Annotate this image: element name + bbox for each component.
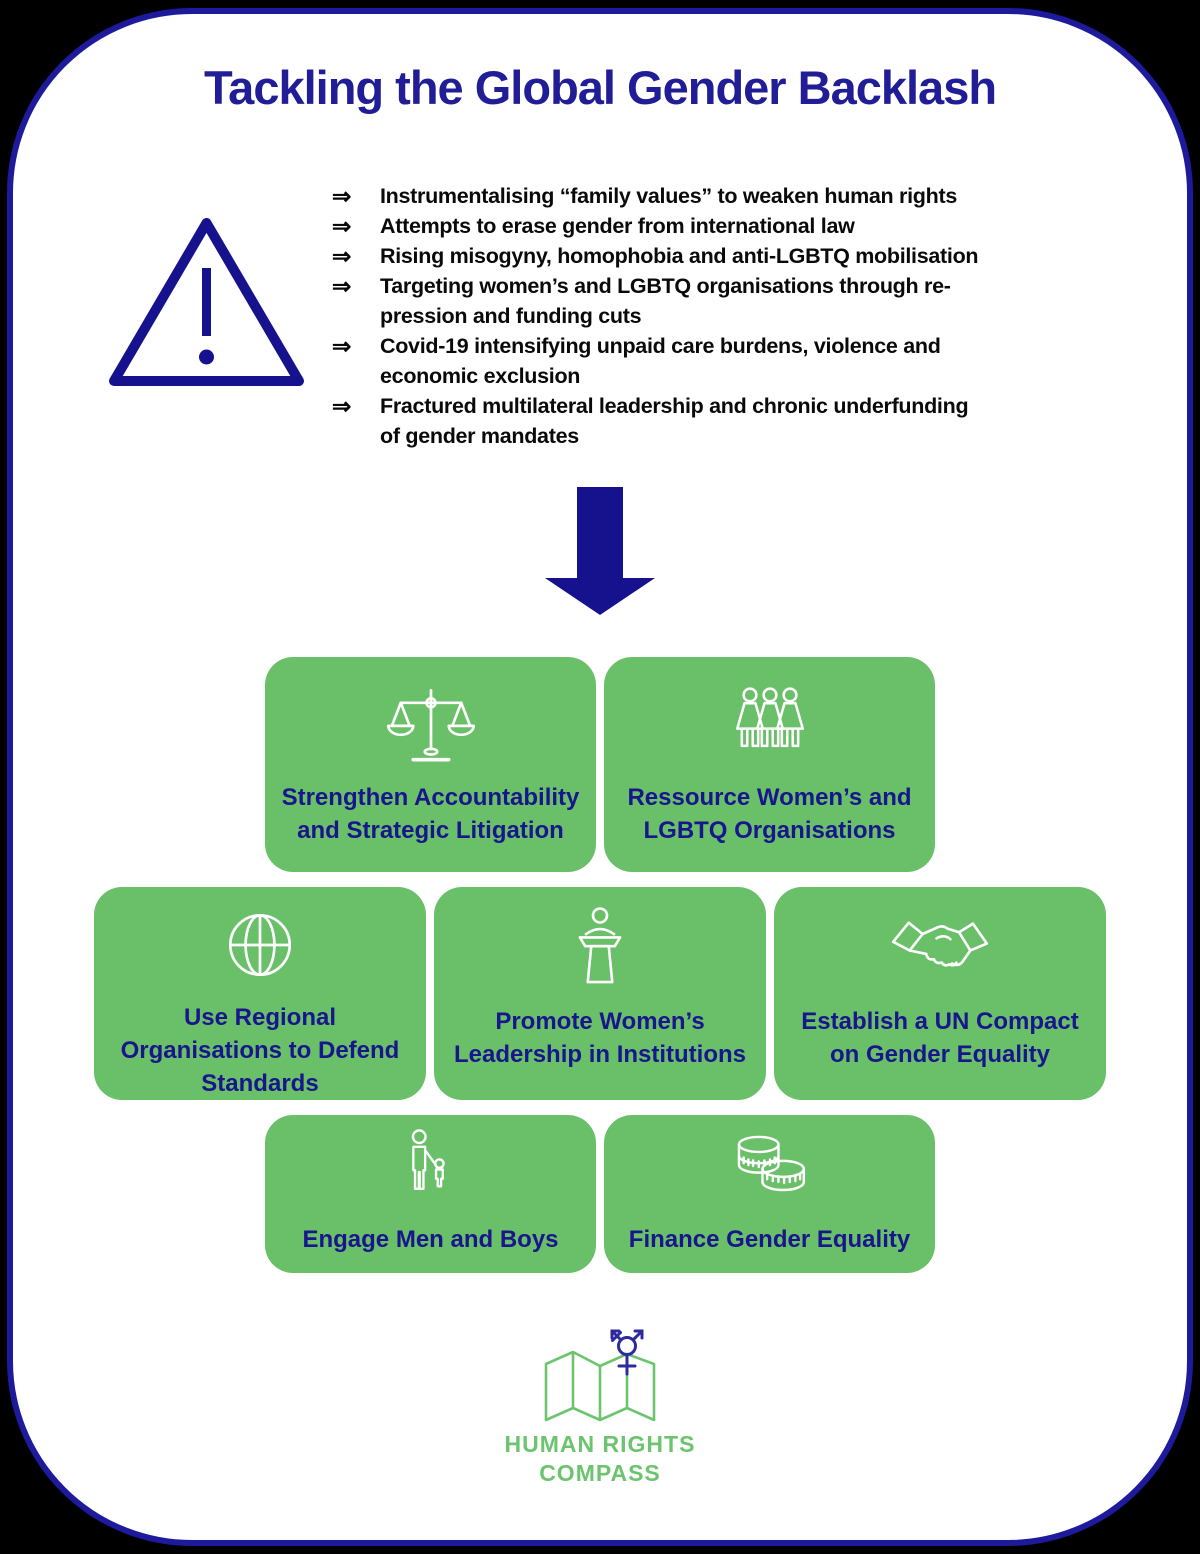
solution-card-label-line: Finance Gender Equality: [628, 1226, 911, 1253]
solution-card-label-line: Standards: [201, 1070, 319, 1097]
solution-card: Establish a UN Compact on Gender Equality: [774, 887, 1106, 1100]
double-arrow-icon: ⇒: [332, 273, 352, 299]
solution-card-label-line: Engage Men and Boys: [302, 1226, 559, 1253]
logo-line-1: HUMAN RIGHTS: [504, 1431, 696, 1457]
bullet-line: pression and funding cuts: [380, 304, 642, 328]
solutions-grid: Strengthen Accountability and Strategic L…: [0, 657, 1200, 1288]
women-group-icon: [722, 683, 818, 767]
bullet-text: Instrumentalising “family values” to wea…: [380, 181, 1032, 211]
logo: HUMAN RIGHTS COMPASS: [0, 1322, 1200, 1488]
double-arrow-icon: ⇒: [332, 243, 352, 269]
solution-card-label-line: Promote Women’s: [495, 1008, 705, 1035]
transgender-symbol-icon: [610, 1329, 644, 1376]
bullet-item: ⇒ Attempts to erase gender from internati…: [332, 211, 1032, 241]
solution-card-label-line: Ressource Women’s and: [627, 784, 912, 811]
coins-icon: [723, 1127, 817, 1207]
double-arrow-icon: ⇒: [332, 333, 352, 359]
solution-card-label-line: Organisations to Defend: [120, 1037, 400, 1064]
solution-card: Strengthen Accountability and Strategic L…: [265, 657, 596, 872]
solution-card-label-line: Establish a UN Compact: [801, 1008, 1079, 1035]
bullet-line: Rising misogyny, homophobia and anti-LGB…: [380, 244, 979, 268]
bullet-text: Covid-19 intensifying unpaid care burden…: [380, 331, 1032, 391]
down-arrow-icon: [545, 487, 655, 615]
solution-card: Engage Men and Boys: [265, 1115, 596, 1273]
globe-icon: [215, 905, 305, 985]
bullet-text: Targeting women’s and LGBTQ organisation…: [380, 271, 1032, 331]
solution-card-label-line: and Strategic Litigation: [297, 817, 564, 844]
compass-map-icon: [544, 1350, 656, 1422]
bullet-item: ⇒ Fractured multilateral leadership and c…: [332, 391, 1032, 451]
bullet-line: Attempts to erase gender from internatio…: [380, 214, 855, 238]
handshake-icon: [888, 905, 992, 989]
bullet-line: Instrumentalising “family values” to wea…: [380, 184, 957, 208]
solution-card-label-line: Use Regional: [183, 1004, 337, 1031]
bullet-item: ⇒ Targeting women’s and LGBTQ organisatio…: [332, 271, 1032, 331]
solution-card-label-line: on Gender Equality: [829, 1041, 1051, 1068]
bullet-text: Rising misogyny, homophobia and anti-LGB…: [380, 241, 1032, 271]
scales-icon: [384, 683, 478, 767]
double-arrow-icon: ⇒: [332, 213, 352, 239]
page-frame: [7, 8, 1193, 1546]
logo-wordmark: HUMAN RIGHTS COMPASS: [505, 1430, 696, 1488]
double-arrow-icon: ⇒: [332, 393, 352, 419]
double-arrow-icon: ⇒: [332, 183, 352, 209]
warning-triangle-icon: [109, 218, 304, 386]
solution-row: Engage Men and Boys Finance Gender Equali…: [265, 1115, 935, 1273]
solution-card: Finance Gender Equality: [604, 1115, 935, 1273]
bullet-line: Targeting women’s and LGBTQ organisation…: [380, 274, 951, 298]
bullet-text: Fractured multilateral leadership and ch…: [380, 391, 1032, 451]
bullet-line: Covid-19 intensifying unpaid care burden…: [380, 334, 941, 358]
solution-card-label: Finance Gender Equality: [629, 1223, 910, 1256]
solution-card-label-line: LGBTQ Organisations: [643, 817, 896, 844]
bullet-line: of gender mandates: [380, 424, 579, 448]
human-rights-compass-logo: [544, 1329, 656, 1422]
bullet-item: ⇒ Rising misogyny, homophobia and anti-LG…: [332, 241, 1032, 271]
solution-card-label: Strengthen Accountability and Strategic L…: [282, 781, 580, 847]
page-title: Tackling the Global Gender Backlash: [203, 61, 997, 114]
warning-list: ⇒ Instrumentalising “family values” to we…: [332, 181, 1032, 451]
solution-card-label-line: Strengthen Accountability: [281, 784, 580, 811]
podium-icon: [556, 905, 644, 989]
bullet-line: Fractured multilateral leadership and ch…: [380, 394, 969, 418]
solution-card-label: Establish a UN Compact on Gender Equality: [801, 1005, 1078, 1071]
man-and-child-icon: [389, 1127, 473, 1207]
solution-card-label-line: Leadership in Institutions: [453, 1041, 747, 1068]
solution-row: Strengthen Accountability and Strategic L…: [265, 657, 935, 872]
bullet-item: ⇒ Covid-19 intensifying unpaid care burde…: [332, 331, 1032, 391]
bullet-text: Attempts to erase gender from internatio…: [380, 211, 1032, 241]
bullet-line: economic exclusion: [380, 364, 581, 388]
logo-line-2: COMPASS: [539, 1460, 661, 1486]
bullet-item: ⇒ Instrumentalising “family values” to we…: [332, 181, 1032, 211]
solution-card-label: Engage Men and Boys: [302, 1223, 558, 1256]
